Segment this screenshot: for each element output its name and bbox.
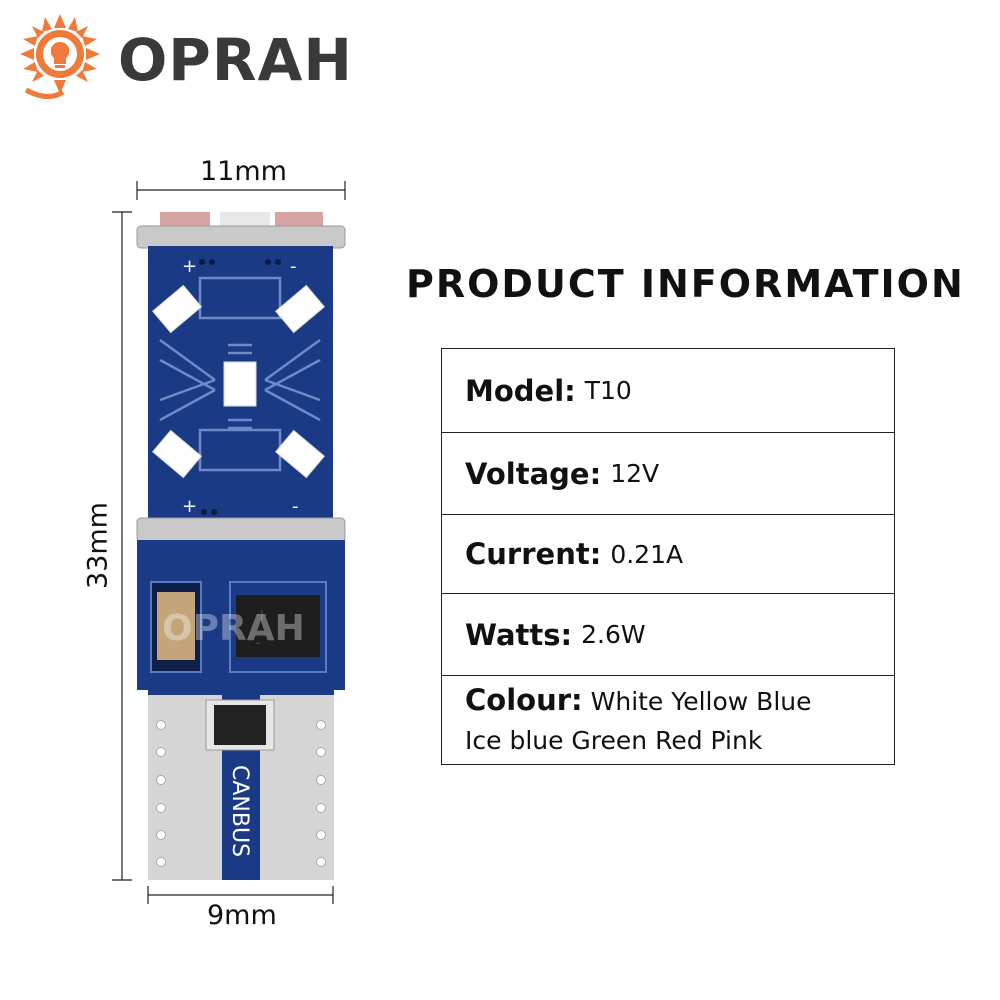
ic-minus-mark: - [255,633,261,652]
resistor [157,592,195,660]
middle-metal-bar [136,517,346,543]
info-key: Current: [465,537,602,571]
polarity-marks: + - + - [182,256,299,517]
plus-mark: + [182,256,197,277]
info-value: 2.6W [581,620,646,649]
info-value: T10 [584,376,632,405]
info-value: White Yellow Blue [590,686,812,716]
info-key: Model: [465,373,576,408]
info-row-model: Model: T10 [442,349,894,433]
dimension-width-bottom: 9mm [207,900,277,931]
ic-plus-mark: + [255,605,268,624]
brand-name: OPRAH [118,26,353,94]
info-key: Watts: [465,617,573,652]
ic-outline [229,581,327,673]
watermark: OPRAH [162,608,305,649]
top-metal-bar [136,225,346,249]
led-chip [151,429,203,479]
sun-bulb-icon [20,14,100,99]
base-holes [156,720,326,867]
minus-mark: - [292,496,299,517]
product-info-table: Model: T10 Voltage: 12V Current: 0.21A W… [441,348,895,765]
led-chips [151,284,326,479]
info-row-colour: Colour:White Yellow Blue Ice blue Green … [442,676,894,764]
led-chip [274,429,326,479]
base-component [214,705,266,745]
led-bulb-illustration: + - + - + - OPRAH CANBUS [112,181,346,904]
dimension-lines [112,181,346,904]
info-row-watts: Watts: 2.6W [442,594,894,676]
info-row-voltage: Voltage: 12V [442,433,894,515]
info-value: 0.21A [610,539,684,569]
minus-mark: - [290,256,297,277]
info-value-line2: Ice blue Green Red Pink [465,725,763,755]
dimension-width-top: 11mm [200,156,287,187]
led-chip [151,284,203,334]
led-chip [274,284,326,334]
info-key: Voltage: [465,456,602,491]
canbus-label: CANBUS [227,765,252,857]
product-info-title: PRODUCT INFORMATION [406,262,965,306]
info-row-current: Current: 0.21A [442,515,894,594]
led-chip-center [223,361,257,407]
brand-logo: OPRAH [18,12,358,102]
ic-chip [236,595,320,657]
info-value: 12V [610,459,660,488]
plus-mark: + [182,496,197,517]
info-key: Colour: [465,682,583,717]
